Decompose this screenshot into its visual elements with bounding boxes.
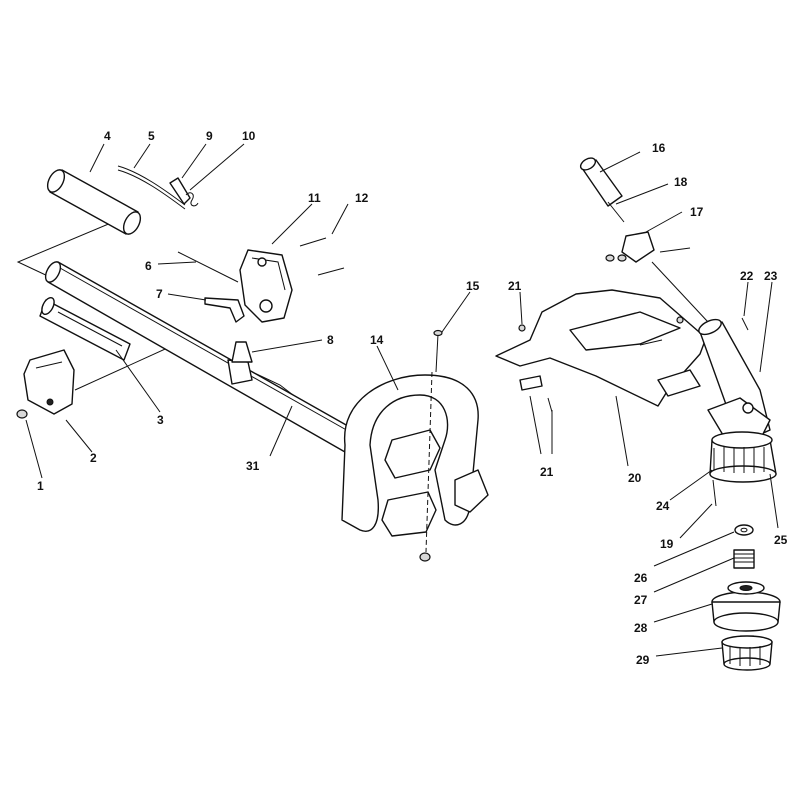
callout-12: 12 <box>355 191 369 205</box>
callout-26: 26 <box>634 571 648 585</box>
washer <box>734 524 754 536</box>
callout-17: 17 <box>690 205 704 219</box>
leader-lines <box>25 143 779 657</box>
spring <box>733 549 755 569</box>
callout-21b: 21 <box>540 465 554 479</box>
callout-3: 3 <box>157 413 164 427</box>
callout-18: 18 <box>674 175 688 189</box>
grip-bracket <box>605 231 691 263</box>
callout-16: 16 <box>652 141 666 155</box>
callout-5: 5 <box>148 129 155 143</box>
nut <box>16 409 28 419</box>
callout-21a: 21 <box>508 279 522 293</box>
explode-line <box>651 261 709 323</box>
callout-8: 8 <box>327 333 334 347</box>
pin <box>177 251 239 283</box>
grass-guard <box>495 289 707 407</box>
callout-11: 11 <box>308 191 321 205</box>
callout-15: 15 <box>466 279 480 293</box>
drive-shaft-tube <box>44 261 356 453</box>
foam-grip-tube <box>46 169 142 235</box>
spool-housing <box>709 431 777 483</box>
throttle-cable <box>117 165 186 210</box>
callout-19: 19 <box>660 537 674 551</box>
lockout-lever <box>204 297 245 323</box>
callout-7: 7 <box>156 287 163 301</box>
upper-grip <box>579 157 623 207</box>
cover-plate <box>23 349 75 415</box>
callout-23: 23 <box>764 269 778 283</box>
callout-28: 28 <box>634 621 648 635</box>
shaft-guard <box>39 297 131 361</box>
handle-screws <box>299 237 345 276</box>
guard-hardware <box>518 316 684 413</box>
callout-31: 31 <box>246 459 260 473</box>
callout-29: 29 <box>636 653 650 667</box>
callout-1: 1 <box>37 479 44 493</box>
throttle-trigger <box>169 177 199 207</box>
callout-22: 22 <box>740 269 754 283</box>
callout-20: 20 <box>628 471 642 485</box>
callout-24: 24 <box>656 499 670 513</box>
callout-4: 4 <box>104 129 111 143</box>
callout-10: 10 <box>242 129 256 143</box>
gearhead <box>698 318 771 441</box>
d-handle <box>341 374 489 537</box>
gearhead-screw <box>741 317 749 331</box>
spool-bolt <box>712 479 717 507</box>
handle-housing <box>239 249 293 323</box>
callout-9: 9 <box>206 129 213 143</box>
callout-14: 14 <box>370 333 384 347</box>
handle-bolt <box>419 329 443 562</box>
callout-27: 27 <box>634 593 648 607</box>
grip-pin <box>607 201 625 223</box>
shaft-clamp <box>227 341 253 385</box>
callout-6: 6 <box>145 259 152 273</box>
bump-knob <box>721 635 773 671</box>
callout-labels: 1 2 3 4 5 6 7 8 9 10 11 12 14 15 16 17 1… <box>37 129 788 667</box>
callout-25: 25 <box>774 533 788 547</box>
spool <box>711 581 781 632</box>
callout-2: 2 <box>90 451 97 465</box>
